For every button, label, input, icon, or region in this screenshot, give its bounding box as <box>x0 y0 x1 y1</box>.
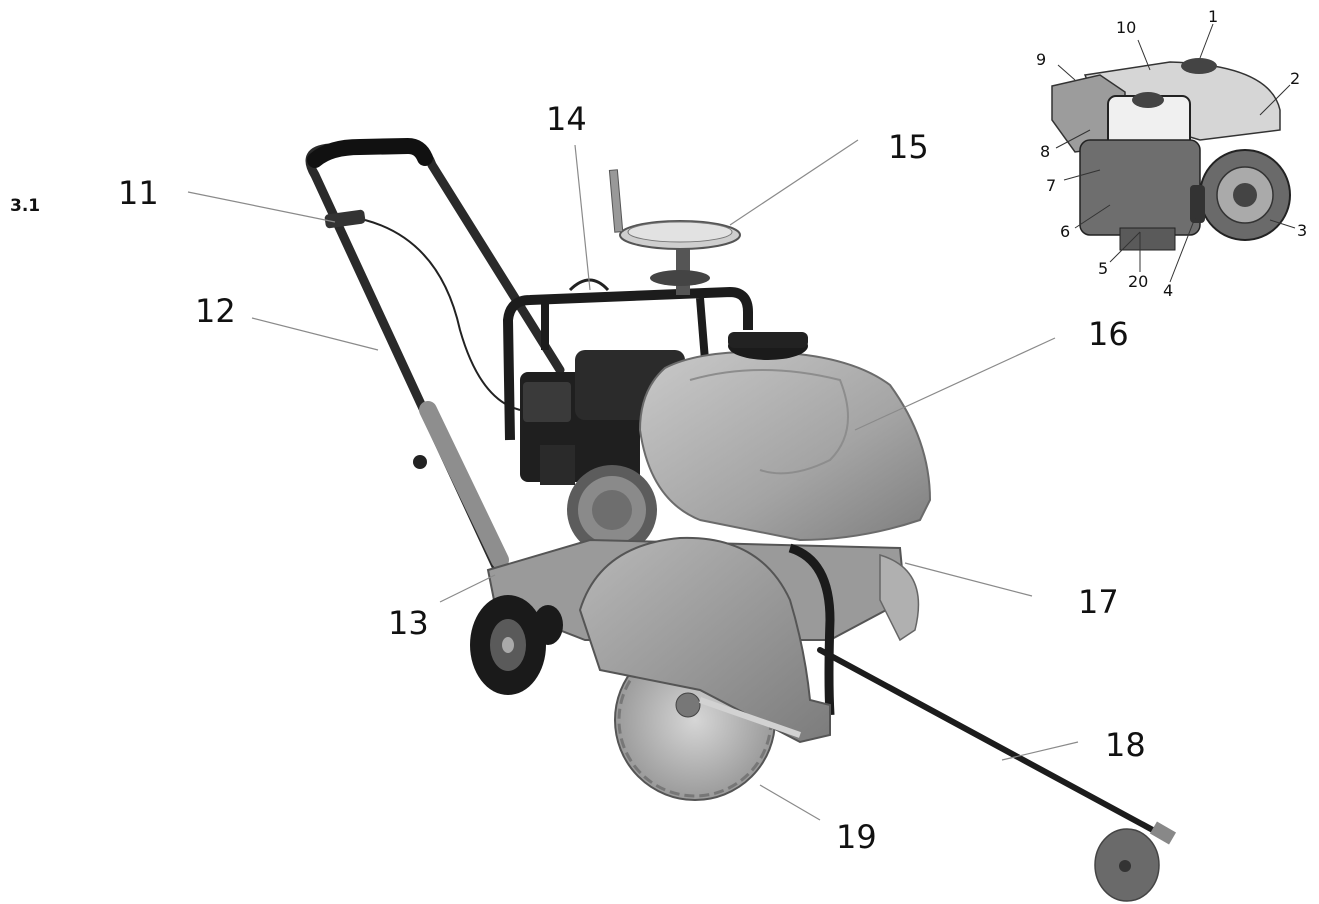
callout-17: 17 <box>1078 583 1119 621</box>
engine-callout-7: 7 <box>1046 176 1056 195</box>
callout-14: 14 <box>546 100 587 138</box>
leader-lines-main <box>187 139 1079 821</box>
blade-guard <box>578 536 831 744</box>
callout-15: 15 <box>888 128 929 166</box>
depth-adjust-wheel <box>608 169 741 295</box>
section-number: 3.1 <box>10 196 41 216</box>
callout-18: 18 <box>1105 726 1146 764</box>
handle-frame <box>305 137 565 580</box>
guide-pointer <box>817 647 1177 902</box>
engine-callout-2: 2 <box>1290 69 1300 88</box>
engine-frame <box>502 278 753 441</box>
water-tank <box>638 332 932 542</box>
leader-lines-engine <box>1055 23 1296 283</box>
callout-13: 13 <box>388 604 429 642</box>
callout-16: 16 <box>1088 315 1129 353</box>
engine-callout-3: 3 <box>1297 221 1307 240</box>
engine-callout-4: 4 <box>1163 281 1173 300</box>
engine-callout-5: 5 <box>1098 259 1108 278</box>
engine-inset <box>1051 58 1291 251</box>
callout-12: 12 <box>195 292 236 330</box>
rear-wheel <box>470 595 563 695</box>
engine-callout-9: 9 <box>1036 50 1046 69</box>
engine-callout-6: 6 <box>1060 222 1070 241</box>
engine-callout-20: 20 <box>1128 272 1148 291</box>
engine-callout-10: 10 <box>1116 18 1136 37</box>
callout-19: 19 <box>836 818 877 856</box>
callout-11: 11 <box>118 174 159 212</box>
engine-callout-8: 8 <box>1040 142 1050 161</box>
engine-callout-1: 1 <box>1208 7 1218 26</box>
